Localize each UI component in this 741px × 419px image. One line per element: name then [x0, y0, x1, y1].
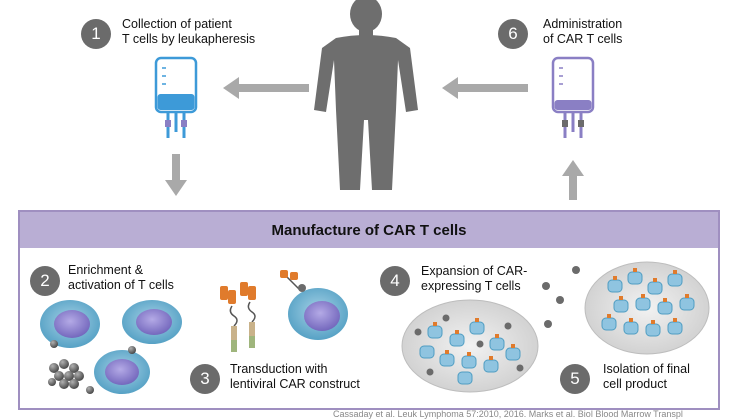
- arrow-left-icon: [223, 77, 309, 99]
- final-product-illustration: [584, 261, 710, 355]
- step-1-number: 1: [81, 19, 111, 49]
- panel-title: Manufacture of CAR T cells: [20, 212, 718, 248]
- patient-silhouette-icon: [314, 0, 418, 190]
- step-4-label: Expansion of CAR- expressing T cells: [421, 264, 528, 293]
- step-5-number: 5: [560, 364, 590, 394]
- car-construct-illustration: [220, 270, 348, 352]
- step-5-label: Isolation of final cell product: [603, 362, 690, 391]
- arrow-down-icon: [165, 154, 187, 196]
- step-1-label: Collection of patient T cells by leukaph…: [122, 17, 256, 46]
- step-6-number: 6: [498, 19, 528, 49]
- step-2-number: 2: [30, 266, 60, 296]
- step-3-number: 3: [190, 364, 220, 394]
- blood-bag-icon: [551, 56, 595, 138]
- arrow-left-icon: [442, 77, 528, 99]
- citation-caption: Cassaday et al. Leuk Lymphoma 57:2010, 2…: [333, 409, 683, 419]
- step-6-label: Administration of CAR T cells: [543, 17, 623, 46]
- beads-icon: [542, 266, 580, 328]
- step-4-number: 4: [380, 266, 410, 296]
- step-3-label: Transduction with lentiviral CAR constru…: [230, 362, 360, 391]
- arrow-up-icon: [562, 160, 584, 200]
- step-2-label: Enrichment & activation of T cells: [68, 263, 174, 292]
- expansion-culture-illustration: [401, 299, 539, 393]
- blood-bag-icon: [154, 56, 198, 138]
- panel-title-text: Manufacture of CAR T cells: [271, 221, 467, 239]
- t-cells-illustration: [40, 300, 182, 394]
